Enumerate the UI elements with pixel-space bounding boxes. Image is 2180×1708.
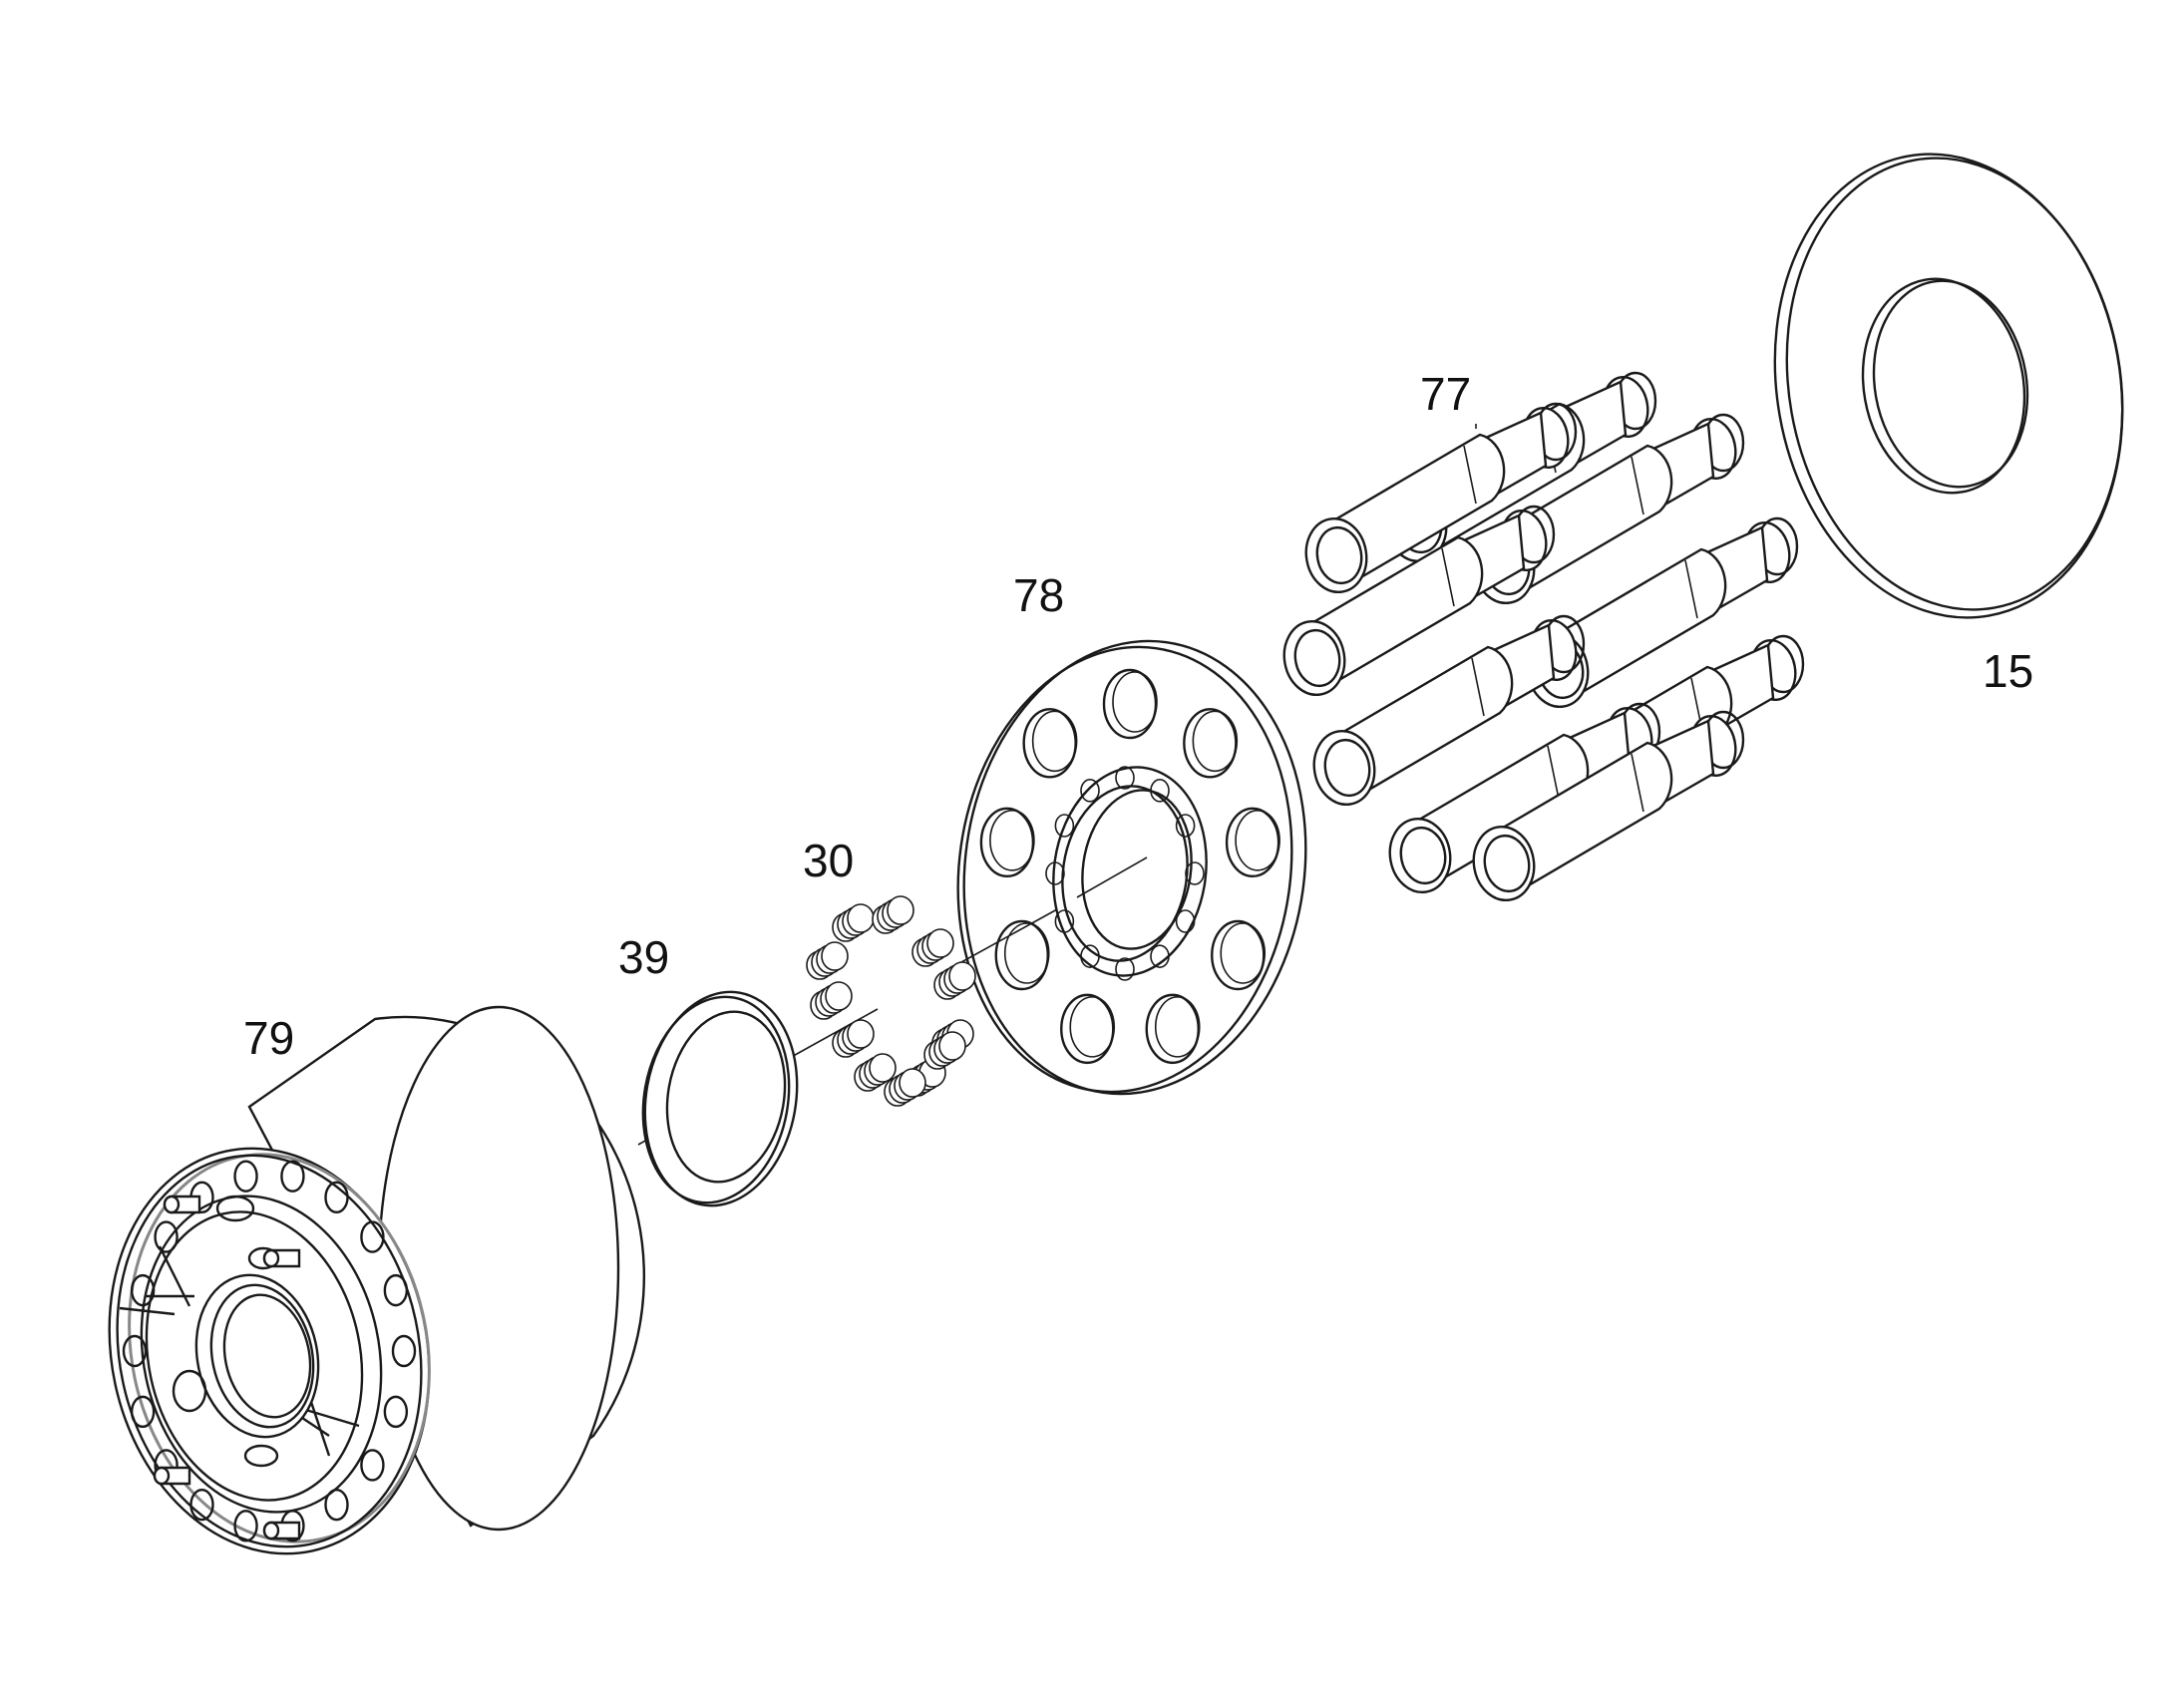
callout-39: 39 [618, 931, 670, 983]
part-30-spring-set[interactable] [806, 895, 976, 1107]
part-78-retainer-plate[interactable] [929, 619, 1334, 1117]
part-77-piston-set[interactable] [1278, 371, 1805, 905]
part-39-washer[interactable] [627, 980, 814, 1218]
callout-79: 79 [243, 1012, 295, 1064]
callout-15: 15 [1983, 645, 2034, 697]
callout-30: 30 [803, 835, 855, 886]
callout-77: 77 [1420, 368, 1472, 420]
part-15-swash-plate[interactable] [1739, 127, 2158, 646]
callout-78: 78 [1013, 569, 1065, 621]
part-79-cylinder-block[interactable] [73, 1005, 646, 1583]
